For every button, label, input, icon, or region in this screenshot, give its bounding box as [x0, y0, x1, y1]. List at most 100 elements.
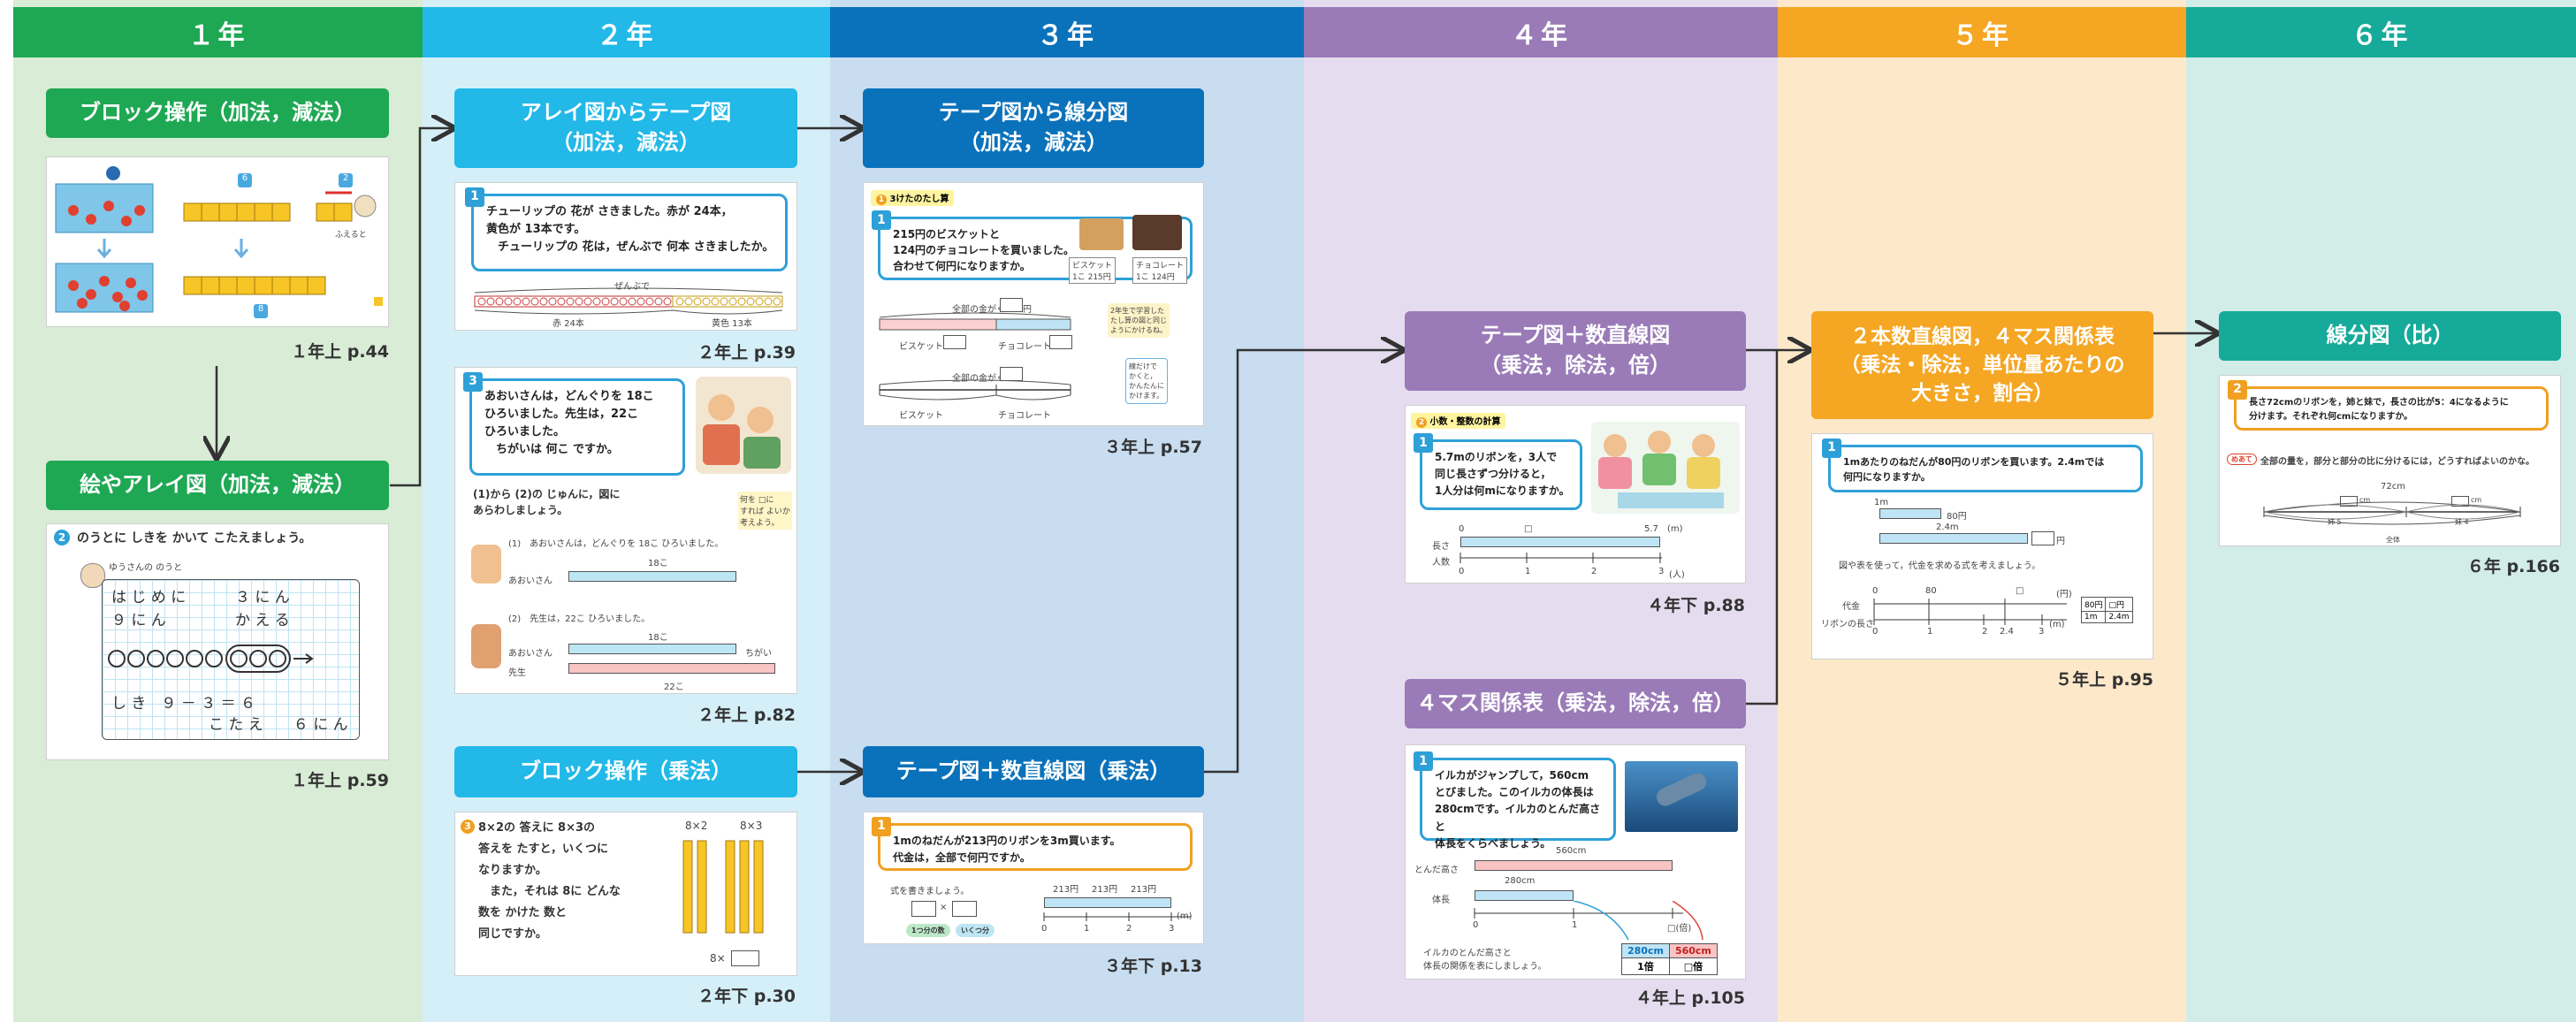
g3-ribbon-box2[interactable] [952, 901, 977, 917]
g1-array-line2a: ９ に ん [111, 612, 166, 629]
g2-acorn-q-num: 3 [463, 372, 483, 392]
g4-ribbon-top-tick-q: □ [1524, 524, 1533, 534]
g5-ribbon-tape-24 [1879, 533, 2028, 544]
g5-ribbon-yen: 円 [2056, 537, 2065, 546]
g1-array-card: 2 のうとに しきを かいて こたえましょう。 ゆうさんの のうと は じ め … [46, 523, 389, 760]
g3-choco-label: チョコレート 1こ 124円 [1132, 257, 1188, 284]
g2-ref-c: ２年下 p.30 [697, 987, 796, 1006]
g3-ribbon-tape [1044, 897, 1171, 908]
g3-tape-diagram [879, 312, 1071, 331]
g6-ribbon-cm-a: cm [2359, 496, 2371, 504]
g2-tulip-yellow-label: 黄色 13本 [712, 319, 752, 329]
g4-ribbon-tag-text: 小数・整数の計算 [1429, 417, 1501, 427]
g2-mult-answer-box[interactable] [731, 950, 759, 966]
g6-ribbon-card: 2 長さ72cmのリボンを，姉と妹で，長さの比が5：4になるように 分けます。そ… [2219, 375, 2561, 546]
g2-tulip-q-num: 1 [465, 187, 484, 207]
g4-four-cell-box: ４マス関係表（乗法，除法，倍） [1405, 679, 1746, 728]
g2-ref-b: ２年上 p.82 [697, 705, 796, 725]
g2-mult-q-num: 3 [461, 820, 475, 834]
g1-block-num-2: 2 [339, 173, 353, 187]
g4-ribbon-number-line [1459, 553, 1662, 563]
g3-total-box-a[interactable] [1000, 298, 1023, 312]
g1-ref-a: １年上 p.44 [291, 342, 389, 362]
g3-ribbon-v213-1: 213円 [1053, 885, 1079, 895]
g5-double-line-box: ２本数直線図，４マス関係表 （乗法・除法，単位量あたりの 大きさ，割合） [1811, 311, 2153, 419]
g4-dolphin-v280: 280cm [1505, 876, 1536, 886]
g2-acorn-q-text: あおいさんは，どんぐりを 18こ ひろいました。先生は，22こ ひろいました。 … [484, 390, 654, 457]
child-illustration-1 [471, 545, 501, 583]
g4-ref-b: ４年上 p.105 [1635, 988, 1745, 1008]
g2-mult-l3: 8× [710, 952, 726, 965]
g4-dolphin-body-label: 体長 [1432, 896, 1450, 905]
g3-ribbon-box1[interactable] [911, 901, 936, 917]
g4-dolphin-q-num: 1 [1414, 751, 1433, 771]
g5-ribbon-80: 80円 [1947, 512, 1967, 522]
grade-4-header: ４年 [1304, 7, 1778, 57]
g2-acorn-card: 3 あおいさんは，どんぐりを 18こ ひろいました。先生は，22こ ひろいました… [454, 367, 797, 694]
g4-dolphin-card: 1 イルカがジャンプして，560cm とびました。このイルカの体長は 280cm… [1405, 744, 1746, 980]
g6-ribbon-segment-diagram [2263, 501, 2521, 525]
g3-ribbon-q-num: 1 [872, 817, 891, 836]
g6-ribbon-hint-tag: めあて [2227, 454, 2257, 465]
chocolate-icon [1132, 215, 1182, 250]
g3-biscuit-card: 1 3けたのたし算 1 215円のビスケットと 124円のチョコレートを買いまし… [863, 182, 1204, 426]
g3-note-1: 2年生で学習した たし算の図と同じ ようにかけるね。 [1108, 303, 1170, 338]
g2-mult-l1: 8×2 [685, 820, 708, 832]
g5-ribbon-bot-tick-1: 1 [1927, 627, 1933, 637]
g4-dolphin-tick-0: 0 [1473, 920, 1479, 930]
g4-dolphin-q-text: イルカがジャンプして，560cm とびました。このイルカの体長は 280cmです… [1435, 769, 1601, 850]
g4-dolphin-height-tape [1475, 860, 1673, 871]
g3-ribbon-q-text: 1mのねだんが213円のリボンを3m買います。 代金は，全部で何円ですか。 [893, 835, 1121, 864]
grade-2-header: ２年 [423, 7, 830, 57]
g5-ribbon-top-tick-q: □ [2016, 586, 2024, 596]
g6-segment-box: 線分図（比） [2219, 311, 2561, 361]
g3-ribbon-unit: (m) [1177, 911, 1193, 921]
g4-ribbon-bot-unit: (人) [1669, 570, 1685, 580]
g3-ribbon-tick-0: 0 [1041, 924, 1048, 934]
g2-acorn-tape-aoi-b [568, 644, 736, 654]
g4-ribbon-q-text: 5.7mのリボンを，3人で 同じ長さずつ分けると， 1人分は何mになりますか。 [1435, 451, 1570, 498]
g3-biscuit-box-a[interactable] [943, 335, 966, 349]
g3-choco-box-a[interactable] [1049, 335, 1072, 349]
g6-ribbon-box-b[interactable] [2451, 496, 2469, 507]
column-grade-1: １年 [13, 0, 423, 1022]
g4-ribbon-top-unit: (m) [1667, 524, 1683, 534]
g3-ribbon-tick-2: 2 [1126, 924, 1132, 934]
g6-ribbon-q-text: 長さ72cmのリボンを，姉と妹で，長さの比が5：4になるように 分けます。それぞ… [2249, 398, 2509, 422]
g3-ribbon-v213-3: 213円 [1131, 885, 1157, 895]
grade-3-header: ３年 [830, 7, 1304, 57]
g3-ref-b: ３年下 p.13 [1104, 957, 1202, 976]
g4-ribbon-card: 2 小数・整数の計算 1 5.7mのリボンを，3人で 同じ長さずつ分けると， 1… [1405, 405, 1746, 583]
g4-ribbon-q-num: 1 [1414, 433, 1433, 453]
g3-ribbon-tick-3: 3 [1169, 924, 1175, 934]
g1-block-box: ブロック操作（加法，減法） [46, 88, 389, 138]
g3-biscuit-tag: 1 3けたのたし算 [871, 190, 955, 206]
g3-ribbon-question: 1 1mのねだんが213円のリボンを3m買います。 代金は，全部で何円ですか。 [872, 817, 1193, 871]
g3-ribbon-instr: 式を書きましょう。 [890, 887, 970, 896]
g6-ribbon-all: 全体 [2386, 536, 2400, 544]
g2-tulip-top-label: ぜんぶで [614, 282, 650, 292]
g1-ref-b: １年上 p.59 [291, 771, 389, 790]
g4-table-1: 1倍 [1621, 957, 1670, 975]
g1-block-illustration [55, 166, 383, 313]
g5-table-q: □円 [2105, 597, 2133, 612]
g3-ref-a: ３年上 p.57 [1104, 438, 1202, 457]
g5-ribbon-q-text: 1mあたりのねだんが80円のリボンを買います。2.4mでは 何円になりますか。 [1843, 456, 2105, 484]
g5-ribbon-price-box[interactable] [2031, 531, 2054, 545]
g5-ribbon-1m: 1m [1874, 498, 1889, 507]
g4-table-q: □倍 [1668, 957, 1718, 975]
g4-ribbon-bot-tick-3: 3 [1658, 567, 1665, 576]
times-sign: × [940, 903, 948, 912]
g6-ribbon-q-num: 2 [2228, 380, 2247, 400]
g2-tulip-question: 1 チューリップの 花が さきました。赤が 24本， 黄色が 13本です。 チュ… [465, 187, 788, 271]
g4-dolphin-question: 1 イルカがジャンプして，560cm とびました。このイルカの体長は 280cm… [1414, 751, 1616, 850]
g4-dolphin-tick-1: 1 [1572, 920, 1578, 930]
g2-acorn-instr: (1)から (2)の じゅんに，図に あらわしましょう。 [473, 488, 621, 516]
g1-array-circles [108, 644, 314, 673]
g4-dolphin-tick-q: □(倍) [1667, 924, 1692, 934]
g4-ribbon-top-tick-57: 5.7 [1644, 524, 1658, 534]
g4-ribbon-question: 1 5.7mのリボンを，3人で 同じ長さずつ分けると， 1人分は何mになりますか… [1414, 433, 1582, 510]
g2-acorn-v18b: 18こ [648, 633, 668, 643]
g2-acorn-tape-sensei [568, 663, 775, 674]
g4-ribbon-ppl-label: 人数 [1432, 558, 1450, 568]
